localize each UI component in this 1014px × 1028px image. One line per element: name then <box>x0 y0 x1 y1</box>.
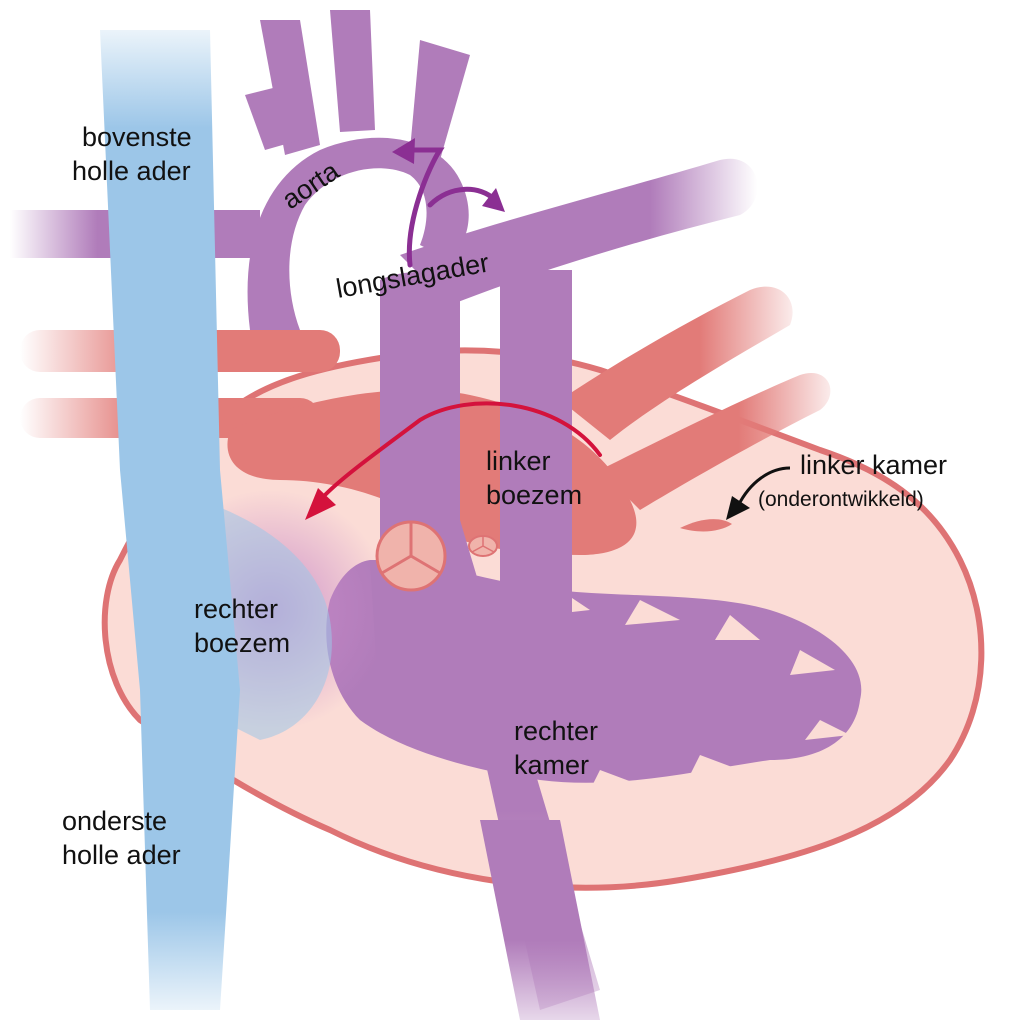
label-right-ventricle-line2: kamer <box>514 750 589 780</box>
label-right-ventricle-line1: rechter <box>514 716 598 746</box>
label-ivc-line2: holle ader <box>62 840 181 870</box>
label-left-atrium-line1: linker <box>486 446 551 476</box>
label-svc-line2: holle ader <box>72 156 191 186</box>
label-right-atrium-line2: boezem <box>194 628 290 658</box>
label-ivc-line1: onderste <box>62 806 167 836</box>
label-left-ventricle-note: (onderontwikkeld) <box>758 488 924 511</box>
pulmonary-valve <box>377 522 445 590</box>
label-left-atrium-line2: boezem <box>486 480 582 510</box>
label-left-ventricle: linker kamer <box>800 450 947 480</box>
label-svc-line1: bovenste <box>82 122 192 152</box>
aortic-valve <box>469 536 497 556</box>
label-right-atrium-line1: rechter <box>194 594 278 624</box>
